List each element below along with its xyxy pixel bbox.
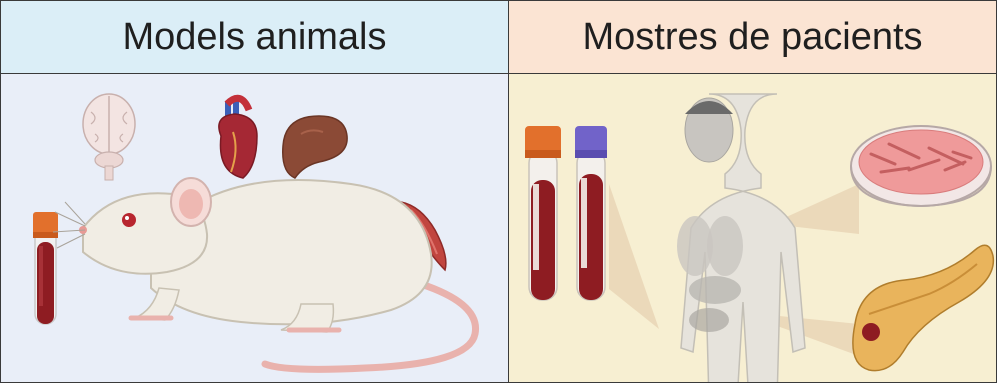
human-body-icon (677, 94, 805, 382)
brain-icon (83, 94, 135, 180)
pancreas-icon (853, 245, 994, 370)
mostres-pacients-header: Mostres de pacients (509, 1, 996, 74)
animal-models-illustration (1, 74, 508, 382)
models-animals-title: Models animals (123, 16, 387, 59)
models-animals-header: Models animals (1, 1, 509, 74)
mostres-pacients-title: Mostres de pacients (582, 16, 922, 59)
liver-icon (283, 116, 347, 178)
patient-samples-illustration (509, 74, 996, 382)
petri-dish-icon (851, 126, 991, 206)
blood-tube-icon (33, 212, 58, 324)
heart-icon (219, 98, 257, 178)
purple-cap-blood-tube-icon (575, 126, 607, 300)
patient-samples-panel (509, 74, 996, 382)
animal-models-panel (1, 74, 509, 382)
orange-cap-blood-tube-icon (525, 126, 561, 300)
